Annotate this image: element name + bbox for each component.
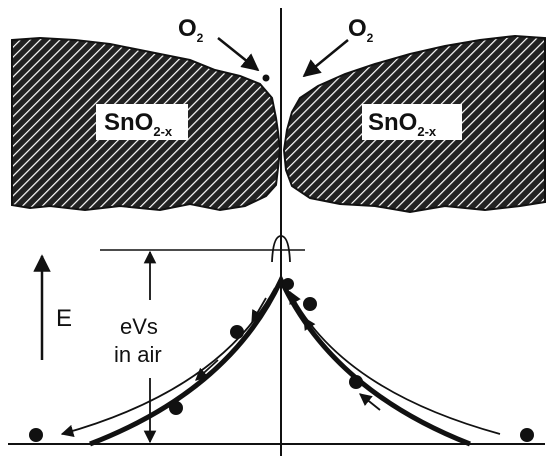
electron xyxy=(349,375,363,389)
electron-path-right xyxy=(289,290,501,435)
electron xyxy=(29,428,43,442)
right-grain-label-bg xyxy=(362,104,462,140)
band-curve xyxy=(89,274,471,447)
oxygen-arrow-left xyxy=(217,37,260,72)
electron xyxy=(520,428,534,442)
electron xyxy=(169,401,183,415)
right-grain-label: SnO2-x xyxy=(368,109,437,139)
left-grain-label-bg xyxy=(96,104,188,140)
electron xyxy=(282,278,294,290)
electron xyxy=(230,325,244,339)
adsorbed-oxygen-dot xyxy=(262,74,270,82)
oxygen-arrow-right xyxy=(302,39,349,78)
oxygen-label-right: O2 xyxy=(348,15,374,45)
barrier-cap xyxy=(271,235,291,263)
energy-axis-label: E xyxy=(56,305,72,332)
arrow-left-upper xyxy=(251,297,267,324)
arrow-right-lower xyxy=(359,393,381,411)
left-grain-label: SnO2-x xyxy=(104,109,173,139)
barrier-label-line2: in air xyxy=(114,342,162,367)
arrow-right-upper xyxy=(303,316,319,341)
oxygen-label-left: O2 xyxy=(178,15,204,45)
electron-path-left xyxy=(60,287,276,438)
electron xyxy=(303,297,317,311)
arrow-left-lower xyxy=(195,359,219,381)
barrier-label-line1: eVs xyxy=(120,314,158,339)
